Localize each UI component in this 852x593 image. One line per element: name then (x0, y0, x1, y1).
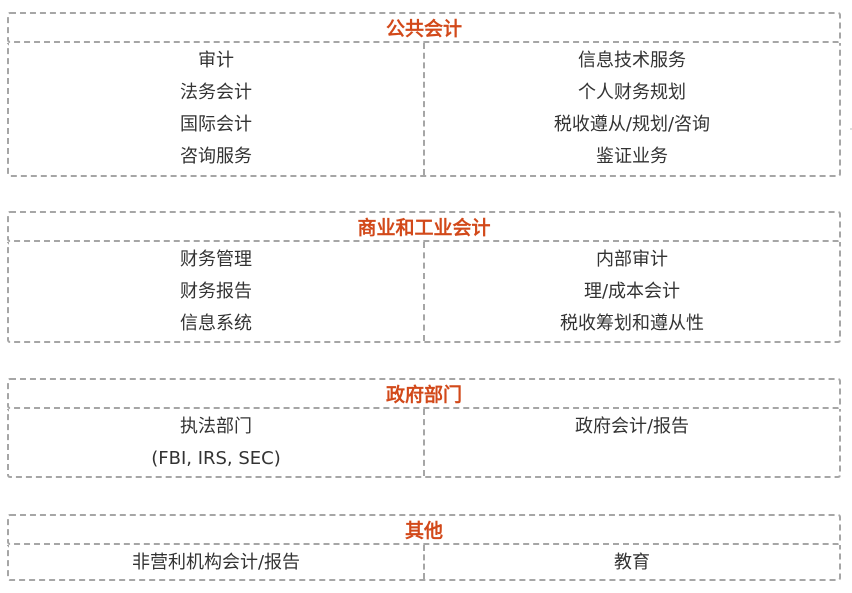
right-column: 政府会计/报告 (425, 409, 839, 476)
left-column: 执法部门 (FBI, IRS, SEC) (9, 409, 425, 476)
list-item: 理/成本会计 (583, 281, 681, 302)
left-column: 财务管理 财务报告 信息系统 (9, 242, 425, 341)
list-item: 审计 (198, 50, 234, 71)
list-item: 财务管理 (180, 249, 252, 270)
section-body: 执法部门 (FBI, IRS, SEC) 政府会计/报告 (7, 409, 841, 478)
list-item: 个人财务规划 (578, 82, 686, 103)
list-item: 执法部门 (180, 416, 252, 437)
list-item: 政府会计/报告 (574, 416, 690, 437)
list-item: 财务报告 (180, 281, 252, 302)
edge-artifact (850, 128, 852, 130)
list-item: (FBI, IRS, SEC) (151, 448, 281, 469)
left-column: 审计 法务会计 国际会计 咨询服务 (9, 43, 425, 175)
list-item: 信息系统 (180, 313, 252, 334)
list-item: 咨询服务 (180, 146, 252, 167)
section-title: 政府部门 (7, 378, 841, 409)
section-title: 其他 (7, 514, 841, 545)
section-body: 非营利机构会计/报告 教育 (7, 545, 841, 581)
right-column: 信息技术服务 个人财务规划 税收遵从/规划/咨询 鉴证业务 (425, 43, 839, 175)
right-column: 教育 (425, 545, 839, 579)
left-column: 非营利机构会计/报告 (9, 545, 425, 579)
list-item: 法务会计 (180, 82, 252, 103)
section-title: 公共会计 (7, 12, 841, 43)
list-item: 非营利机构会计/报告 (131, 552, 301, 573)
list-item: 内部审计 (596, 249, 668, 270)
list-item: 信息技术服务 (578, 50, 686, 71)
right-column: 内部审计 理/成本会计 税收筹划和遵从性 (425, 242, 839, 341)
section-title: 商业和工业会计 (7, 211, 841, 242)
list-item: 税收遵从/规划/咨询 (553, 114, 711, 135)
list-item: 税收筹划和遵从性 (560, 313, 704, 334)
section-body: 财务管理 财务报告 信息系统 内部审计 理/成本会计 税收筹划和遵从性 (7, 242, 841, 343)
list-item: 教育 (614, 552, 650, 573)
list-item: 国际会计 (180, 114, 252, 135)
section-body: 审计 法务会计 国际会计 咨询服务 信息技术服务 个人财务规划 税收遵从/规划/… (7, 43, 841, 177)
list-item: 鉴证业务 (596, 146, 668, 167)
